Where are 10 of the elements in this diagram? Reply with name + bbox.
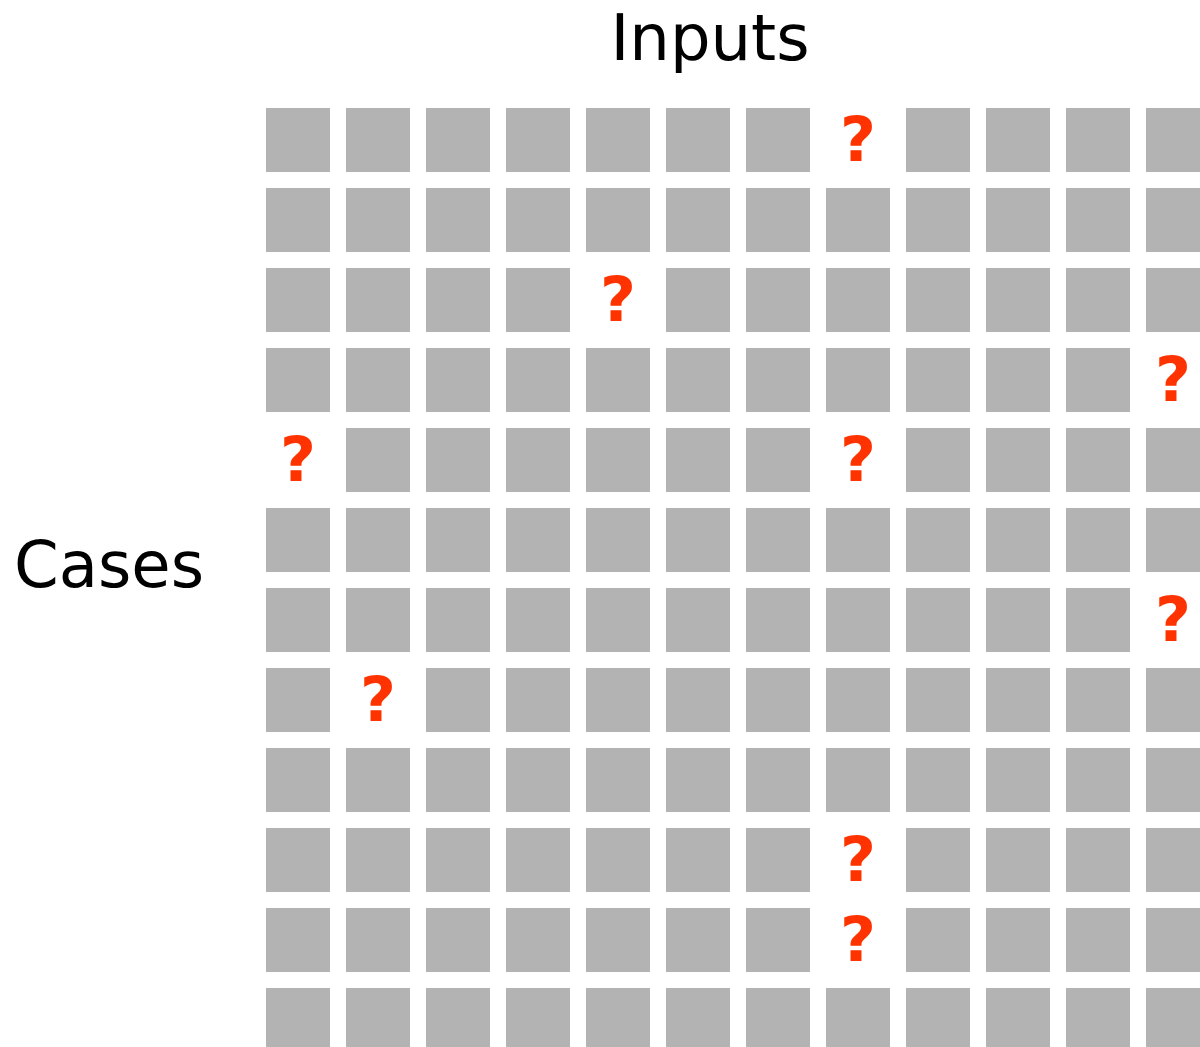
- question-mark: ?: [839, 108, 877, 172]
- question-mark: ?: [839, 828, 877, 892]
- question-mark: ?: [839, 908, 877, 972]
- question-mark: ?: [359, 668, 397, 732]
- question-mark: ?: [599, 268, 637, 332]
- axis-title: Cases: [14, 533, 204, 597]
- question-mark: ?: [1154, 588, 1192, 652]
- question-mark: ?: [1154, 348, 1192, 412]
- question-mark: ?: [839, 428, 877, 492]
- question-mark: ?: [279, 428, 317, 492]
